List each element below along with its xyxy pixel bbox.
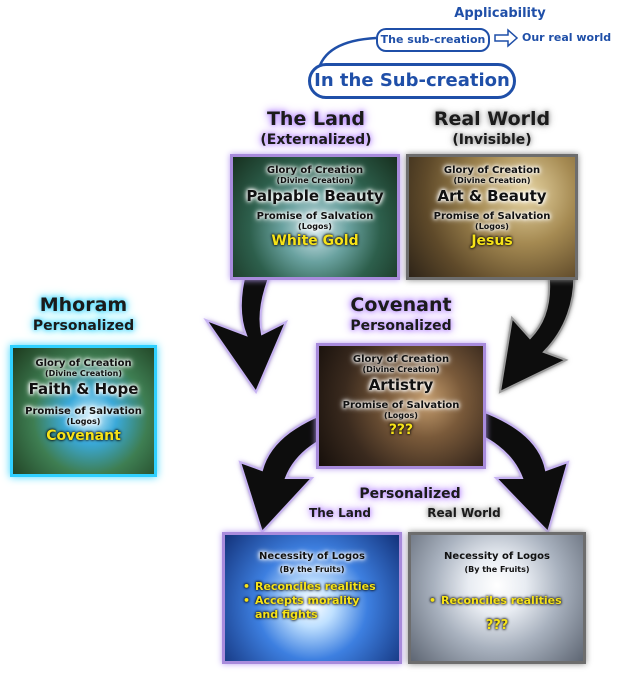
logos-land-fruits: (By the Fruits) xyxy=(279,565,345,574)
logos-land-bullet-2: Accepts morality and fights xyxy=(241,594,383,622)
real-logos: (Logos) xyxy=(475,222,509,231)
covenant-logos: (Logos) xyxy=(384,411,418,420)
covenant-value: Artistry xyxy=(368,376,434,394)
real-world-subheading: (Invisible) xyxy=(452,132,532,148)
arrow-real-down-icon xyxy=(498,269,576,394)
land-heading: The Land xyxy=(266,108,366,130)
mhoram-subheading: Personalized xyxy=(32,318,135,334)
personalized-real-label: Real World xyxy=(427,506,501,520)
real-promise: Promise of Salvation xyxy=(433,211,551,222)
real-world-heading: Real World xyxy=(433,108,551,130)
logos-land-bullet-1: Reconciles realities xyxy=(241,580,399,594)
logos-real-bullet-1: Reconciles realities xyxy=(427,594,583,608)
logos-real-card: Necessity of Logos (By the Fruits) Recon… xyxy=(408,532,586,664)
land-value: Palpable Beauty xyxy=(246,187,384,205)
covenant-card: Glory of Creation (Divine Creation) Arti… xyxy=(316,343,486,469)
covenant-subheading: Personalized xyxy=(350,318,452,334)
arrow-land-down-icon xyxy=(203,269,288,395)
land-answer: White Gold xyxy=(271,233,359,249)
mhoram-promise: Promise of Salvation xyxy=(25,406,142,417)
covenant-promise: Promise of Salvation xyxy=(342,400,460,411)
arrow-right-icon xyxy=(494,28,518,48)
land-promise: Promise of Salvation xyxy=(256,211,374,222)
logos-real-bullets: Reconciles realities xyxy=(427,594,583,608)
land-subheading: (Externalized) xyxy=(260,132,372,148)
logos-real-fruits: (By the Fruits) xyxy=(464,565,530,574)
covenant-glory: Glory of Creation xyxy=(352,354,450,365)
covenant-answer: ??? xyxy=(388,422,414,438)
land-glory: Glory of Creation xyxy=(266,165,364,176)
mhoram-value: Faith & Hope xyxy=(28,380,139,398)
logos-land-bullets: Reconciles realities Accepts morality an… xyxy=(241,580,399,622)
logos-real-answer: ??? xyxy=(485,618,509,633)
logos-real-title: Necessity of Logos xyxy=(444,551,550,562)
applicability-title: Applicability xyxy=(454,6,546,21)
real-value: Art & Beauty xyxy=(437,187,547,205)
mhoram-logos: (Logos) xyxy=(66,417,101,426)
covenant-divine: (Divine Creation) xyxy=(362,365,440,374)
real-glory: Glory of Creation xyxy=(443,165,541,176)
mhoram-divine: (Divine Creation) xyxy=(45,369,122,378)
personalized-heading: Personalized xyxy=(359,486,461,502)
logos-land-card: Necessity of Logos (By the Fruits) Recon… xyxy=(222,532,402,664)
mhoram-answer: Covenant xyxy=(46,428,121,444)
personalized-land-label: The Land xyxy=(309,506,371,520)
mhoram-glory: Glory of Creation xyxy=(35,358,132,369)
real-answer: Jesus xyxy=(471,233,513,249)
our-real-world-label: Our real world xyxy=(522,31,612,44)
mhoram-heading: Mhoram xyxy=(39,294,128,316)
covenant-heading: Covenant xyxy=(350,294,452,316)
logos-land-title: Necessity of Logos xyxy=(259,551,365,562)
real-world-card: Glory of Creation (Divine Creation) Art … xyxy=(406,154,578,280)
land-logos: (Logos) xyxy=(298,222,332,231)
subcreation-pill: The sub-creation xyxy=(376,28,490,52)
mhoram-card: Glory of Creation (Divine Creation) Fait… xyxy=(10,345,157,477)
main-title: In the Sub-creation xyxy=(308,63,516,99)
real-divine: (Divine Creation) xyxy=(453,176,531,185)
land-divine: (Divine Creation) xyxy=(276,176,354,185)
land-card: Glory of Creation (Divine Creation) Palp… xyxy=(230,154,400,280)
